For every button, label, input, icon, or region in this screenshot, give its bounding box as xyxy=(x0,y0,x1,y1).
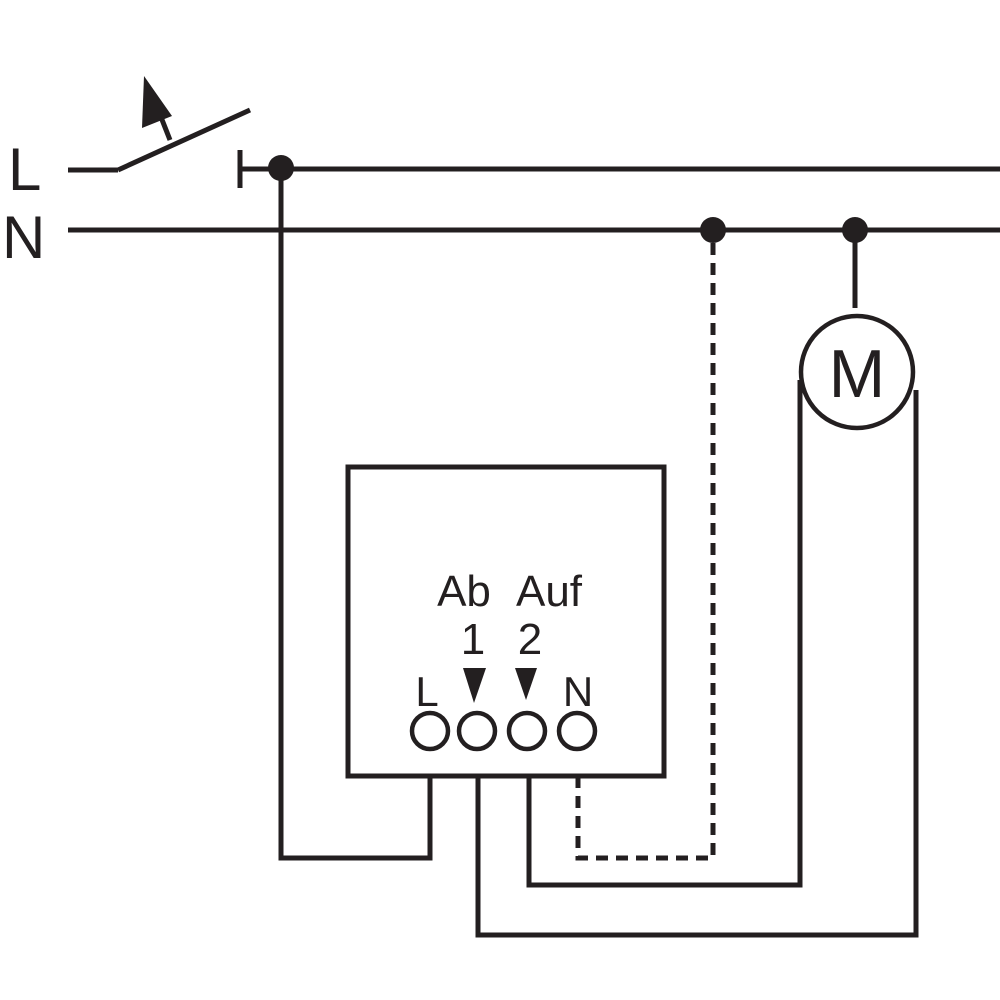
label-auf: Auf xyxy=(516,567,583,616)
motor-label: M xyxy=(829,336,886,412)
label-output-1: 1 xyxy=(461,615,485,664)
phase-line xyxy=(68,107,1000,188)
terminal-l xyxy=(409,710,451,752)
actuator-box: Ab Auf 1 2 L N xyxy=(345,464,667,779)
motor-circle xyxy=(798,313,916,431)
wire-output-2-to-motor xyxy=(526,380,803,888)
phase-line-label: L xyxy=(8,136,41,203)
switch-arrow-icon xyxy=(142,76,173,141)
wire-phase-to-terminal-l xyxy=(278,168,433,861)
motor: M xyxy=(798,313,916,431)
neutral-line-label: N xyxy=(2,204,45,271)
terminal-2 xyxy=(506,710,548,752)
junction-dot-neutral-1 xyxy=(700,217,726,243)
label-terminal-l: L xyxy=(415,668,438,715)
terminal-1 xyxy=(456,710,498,752)
wire-neutral-dashed xyxy=(575,243,716,861)
label-terminal-n: N xyxy=(563,668,593,715)
switch-contact xyxy=(116,107,252,173)
terminal-n xyxy=(556,710,598,752)
label-output-2: 2 xyxy=(518,615,542,664)
output-2-arrow-icon xyxy=(515,668,537,700)
label-ab: Ab xyxy=(437,567,491,616)
wire-output-1-to-motor xyxy=(475,390,919,938)
output-1-arrow-icon xyxy=(463,668,486,703)
